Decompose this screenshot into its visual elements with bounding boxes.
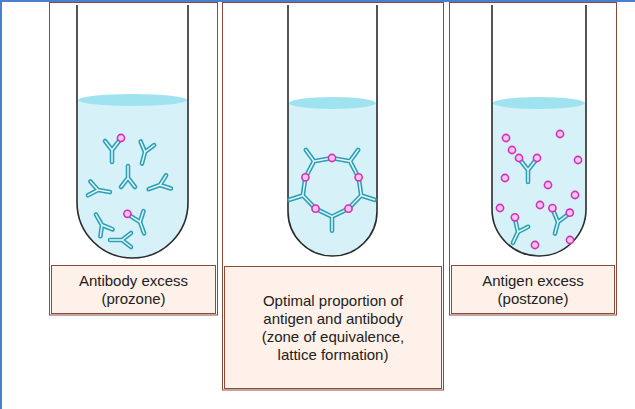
antibody-core	[121, 166, 135, 187]
antibody-core	[290, 181, 313, 206]
antibody-core	[336, 150, 358, 174]
antigen	[345, 205, 352, 212]
frame-line	[0, 0, 2, 409]
antibody	[88, 182, 110, 196]
antigen	[549, 205, 556, 212]
test-tube	[288, 5, 377, 256]
test-tube	[77, 5, 188, 258]
antibody-core	[306, 150, 328, 174]
label-note: (prozone)	[101, 290, 165, 308]
antigen	[536, 201, 543, 208]
antibody-core	[554, 212, 568, 234]
antibody	[130, 211, 144, 233]
antibody	[290, 181, 313, 206]
label-box: Antibody excess(prozone)	[51, 265, 216, 314]
antibody-core	[513, 221, 528, 243]
antibody	[110, 233, 131, 247]
antibody	[554, 212, 568, 234]
liquid	[288, 103, 377, 256]
antigen	[117, 134, 124, 141]
antigen	[544, 181, 551, 188]
antibody	[336, 150, 358, 174]
liquid-surface	[493, 97, 585, 109]
label-note: (zone of equivalence, lattice formation)	[247, 328, 419, 364]
antibody-core	[149, 175, 171, 189]
antibody-core	[105, 141, 119, 162]
label-box: Optimal proportion of antigen and antibo…	[224, 266, 442, 389]
antibody	[121, 166, 135, 187]
frame-line	[0, 0, 635, 2]
antigen	[533, 154, 540, 161]
label-note: (postzone)	[498, 290, 569, 308]
antigen	[124, 210, 131, 217]
antibody	[149, 175, 171, 189]
liquid	[492, 103, 586, 256]
liquid	[77, 100, 188, 258]
antibody	[513, 221, 528, 243]
antigen	[566, 236, 573, 243]
antibody-core	[319, 210, 345, 230]
antigen	[556, 130, 563, 137]
panel-frame	[50, 3, 218, 316]
label-heading: Optimal proportion of antigen and antibo…	[247, 292, 419, 328]
antigen	[515, 154, 522, 161]
antigen	[328, 154, 335, 161]
antigen	[511, 214, 518, 221]
antigen	[574, 156, 581, 163]
antigen	[496, 204, 503, 211]
antibody-core	[88, 182, 110, 196]
antigen	[571, 191, 578, 198]
antibody-core	[521, 161, 535, 182]
liquid-surface	[289, 97, 376, 109]
antibody	[141, 142, 155, 164]
antibody-core	[351, 181, 374, 206]
label-heading: Antibody excess	[79, 272, 188, 290]
antibody-core	[110, 233, 131, 247]
antibody-core	[130, 211, 144, 233]
antibody	[105, 141, 119, 162]
antigen	[566, 209, 573, 216]
liquid-surface	[78, 94, 187, 106]
antibody-core	[96, 215, 113, 237]
antibody	[351, 181, 374, 206]
panel-frame	[223, 3, 444, 391]
panel-frame	[450, 3, 617, 316]
label-heading: Antigen excess	[482, 272, 584, 290]
antibody	[96, 215, 113, 237]
antibody	[319, 210, 345, 230]
antigen	[508, 146, 515, 153]
antigen	[302, 174, 309, 181]
label-box: Antigen excess(postzone)	[451, 265, 615, 314]
antibody	[306, 150, 328, 174]
test-tube	[492, 5, 586, 256]
antigen	[501, 174, 508, 181]
antibody-core	[141, 142, 155, 164]
antigen	[531, 241, 538, 248]
antigen	[355, 174, 362, 181]
antibody	[521, 161, 535, 182]
antigen	[312, 205, 319, 212]
antigen	[502, 134, 509, 141]
